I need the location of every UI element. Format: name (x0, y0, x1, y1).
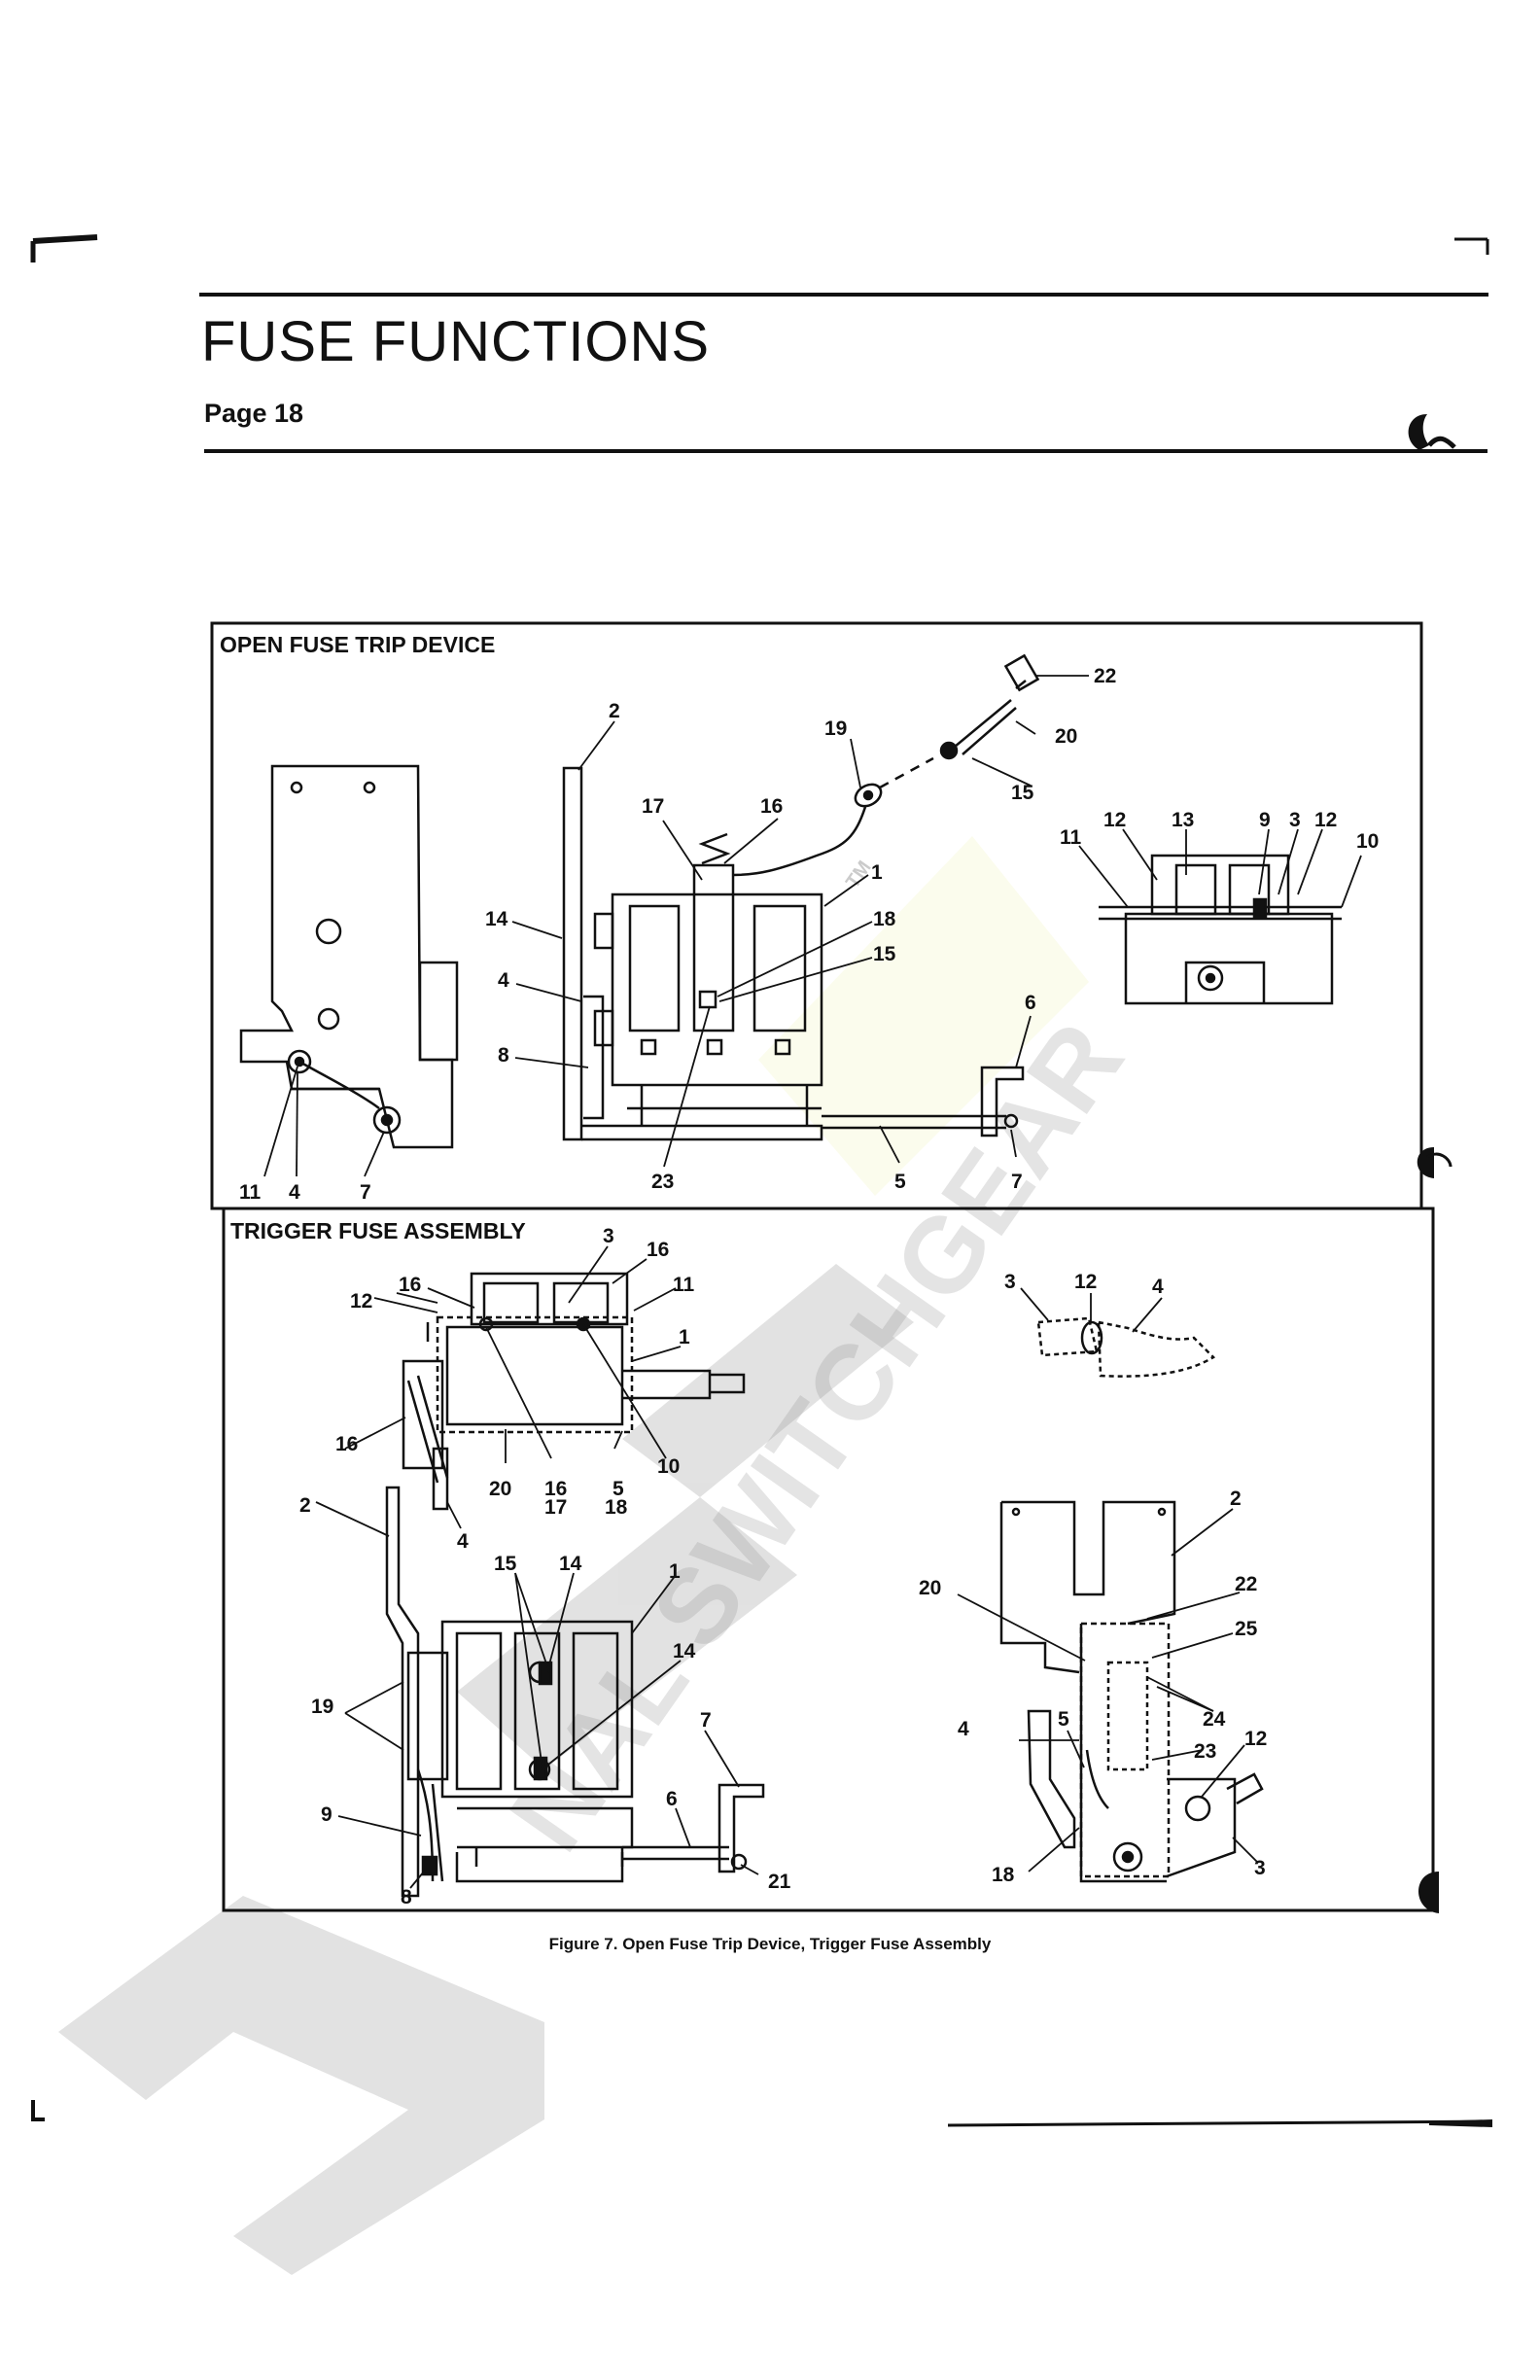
svg-text:3: 3 (1289, 809, 1301, 831)
svg-text:7: 7 (360, 1181, 371, 1204)
figure-caption: Figure 7. Open Fuse Trip Device, Trigger… (548, 1935, 992, 1953)
svg-text:2: 2 (609, 700, 620, 722)
svg-text:19: 19 (311, 1696, 333, 1718)
svg-text:14: 14 (673, 1640, 696, 1662)
svg-text:3: 3 (1004, 1271, 1016, 1293)
svg-text:11: 11 (673, 1274, 695, 1296)
corner-logo-mark (1408, 414, 1456, 450)
svg-text:2: 2 (299, 1494, 311, 1517)
svg-text:9: 9 (321, 1803, 332, 1826)
svg-text:16: 16 (399, 1274, 421, 1296)
svg-text:15: 15 (1011, 782, 1034, 804)
svg-text:15: 15 (494, 1553, 517, 1575)
svg-text:12: 12 (350, 1290, 372, 1312)
svg-text:9: 9 (1259, 809, 1271, 831)
svg-text:19: 19 (824, 718, 847, 740)
svg-text:17: 17 (544, 1496, 567, 1519)
svg-text:20: 20 (919, 1577, 941, 1599)
svg-text:18: 18 (873, 908, 896, 930)
svg-text:1: 1 (871, 861, 883, 884)
svg-text:23: 23 (1194, 1740, 1216, 1763)
trip-device-front-view (562, 653, 1040, 1141)
svg-text:23: 23 (651, 1171, 674, 1193)
side-view-bracket (239, 764, 459, 1149)
svg-text:3: 3 (1254, 1857, 1266, 1879)
svg-text:4: 4 (457, 1530, 469, 1553)
svg-text:13: 13 (1172, 809, 1194, 831)
svg-text:1: 1 (679, 1326, 690, 1348)
leader-lines (263, 675, 1362, 1889)
panel-trigger-fuse (222, 1207, 1435, 1912)
svg-text:5: 5 (894, 1171, 906, 1193)
svg-text:18: 18 (992, 1864, 1015, 1886)
trigger-fuse-front-assembly (385, 1486, 765, 1898)
svg-text:2: 2 (1230, 1488, 1242, 1510)
svg-text:22: 22 (1094, 665, 1116, 687)
svg-text:25: 25 (1235, 1618, 1258, 1640)
trigger-fuse-side-view (999, 1500, 1264, 1883)
page-title: FUSE FUNCTIONS (201, 310, 711, 373)
svg-text:10: 10 (657, 1455, 680, 1478)
svg-text:4: 4 (289, 1181, 300, 1204)
svg-text:6: 6 (1025, 992, 1036, 1014)
panel-title-open-fuse: OPEN FUSE TRIP DEVICE (220, 632, 496, 657)
fuse-pin-detail (1036, 1316, 1216, 1378)
svg-text:12: 12 (1314, 809, 1337, 831)
svg-text:16: 16 (760, 795, 783, 818)
svg-text:10: 10 (1356, 830, 1379, 853)
svg-text:12: 12 (1074, 1271, 1097, 1293)
svg-text:20: 20 (1055, 725, 1077, 748)
svg-text:15: 15 (873, 943, 896, 965)
svg-text:3: 3 (603, 1225, 614, 1247)
svg-text:12: 12 (1103, 809, 1126, 831)
svg-text:8: 8 (498, 1044, 509, 1067)
page-number: Page 18 (204, 399, 304, 428)
svg-text:4: 4 (498, 969, 509, 992)
svg-text:22: 22 (1235, 1573, 1257, 1595)
svg-text:11: 11 (1060, 826, 1082, 849)
svg-text:7: 7 (1011, 1171, 1023, 1193)
svg-text:24: 24 (1203, 1708, 1226, 1731)
trip-device-top-view (1099, 854, 1342, 1005)
svg-text:5: 5 (1058, 1708, 1069, 1731)
svg-text:8: 8 (401, 1886, 412, 1908)
panel-open-fuse-trip (210, 621, 1423, 1210)
header-top-rule (199, 293, 1488, 297)
svg-text:6: 6 (666, 1788, 678, 1810)
svg-text:7: 7 (700, 1709, 712, 1732)
svg-text:14: 14 (485, 908, 508, 930)
header-bottom-rule (204, 449, 1488, 453)
svg-text:16: 16 (544, 1478, 567, 1500)
svg-text:20: 20 (489, 1478, 511, 1500)
svg-text:17: 17 (642, 795, 664, 818)
svg-text:11: 11 (239, 1181, 262, 1204)
trigger-fuse-top-assembly (402, 1272, 746, 1511)
svg-text:16: 16 (647, 1239, 669, 1261)
svg-text:16: 16 (335, 1433, 358, 1455)
svg-text:12: 12 (1244, 1728, 1267, 1750)
svg-text:4: 4 (1152, 1276, 1164, 1298)
svg-text:5: 5 (612, 1478, 624, 1500)
svg-text:18: 18 (605, 1496, 628, 1519)
svg-text:4: 4 (958, 1718, 969, 1740)
svg-text:1: 1 (669, 1560, 681, 1583)
panel-title-trigger-fuse: TRIGGER FUSE ASSEMBLY (230, 1218, 526, 1243)
svg-text:14: 14 (559, 1553, 582, 1575)
svg-text:21: 21 (768, 1871, 791, 1893)
callout-numbers: 2 14 4 8 11 4 7 17 16 19 1 18 15 23 5 6 … (239, 665, 1379, 1908)
